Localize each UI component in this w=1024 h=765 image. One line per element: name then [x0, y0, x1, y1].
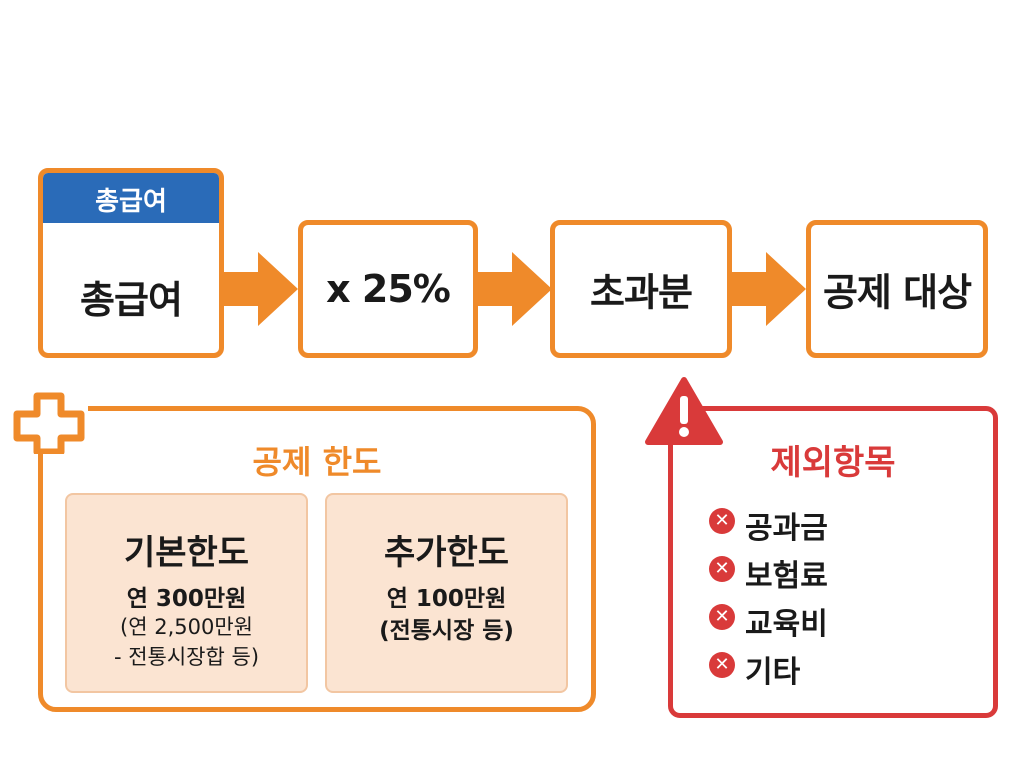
- deduction-limit-panel: 공제 한도 기본한도 연 300만원 (연 2,500만원 - 전통시장합 등)…: [38, 406, 596, 712]
- x-circle-icon: ✕: [709, 508, 735, 534]
- flow-arrow-icon: [222, 252, 298, 326]
- plus-icon: [10, 390, 88, 454]
- exclusion-label: 공과금: [745, 511, 828, 546]
- card-note: - 전통시장합 등): [113, 645, 260, 669]
- flow-arrow-icon: [730, 252, 806, 326]
- exclusion-label: 교육비: [745, 607, 828, 642]
- step-label: 총급여: [80, 278, 183, 322]
- card-note: (전통시장 등): [379, 618, 514, 644]
- card-title: 기본한도: [123, 533, 250, 573]
- card-title: 추가한도: [383, 533, 510, 573]
- step-label: x 25%: [326, 267, 451, 311]
- deduction-limit-title: 공제 한도: [252, 443, 382, 481]
- x-circle-icon: ✕: [709, 604, 735, 630]
- step-rate: x 25%: [298, 220, 478, 358]
- exclusions-title: 제외항목: [770, 443, 896, 483]
- additional-limit-card: 추가한도 연 100만원 (전통시장 등): [325, 493, 568, 693]
- exclusions-panel: 제외항목 ✕ 공과금 ✕ 보험료 ✕ 교육비 ✕ 기타: [668, 406, 998, 718]
- gross-salary-tag: 총급여: [43, 173, 219, 223]
- step-label: 공제 대상: [822, 270, 972, 315]
- card-amount: 연 100만원: [386, 586, 507, 612]
- step-deduction-target: 공제 대상: [806, 220, 988, 358]
- exclusion-label: 기타: [745, 655, 801, 690]
- warning-icon: [644, 376, 724, 445]
- x-circle-icon: ✕: [709, 652, 735, 678]
- card-note: (연 2,500만원: [120, 615, 253, 639]
- basic-limit-card: 기본한도 연 300만원 (연 2,500만원 - 전통시장합 등): [65, 493, 308, 693]
- gross-salary-tag-label: 총급여: [95, 187, 167, 217]
- step-excess: 초과분: [550, 220, 732, 358]
- card-amount: 연 300만원: [126, 586, 247, 612]
- step-gross-salary: 총급여 총급여: [38, 168, 224, 358]
- exclusion-label: 보험료: [745, 559, 828, 594]
- step-label: 초과분: [590, 270, 693, 315]
- flow-arrow-icon: [476, 252, 552, 326]
- x-circle-icon: ✕: [709, 556, 735, 582]
